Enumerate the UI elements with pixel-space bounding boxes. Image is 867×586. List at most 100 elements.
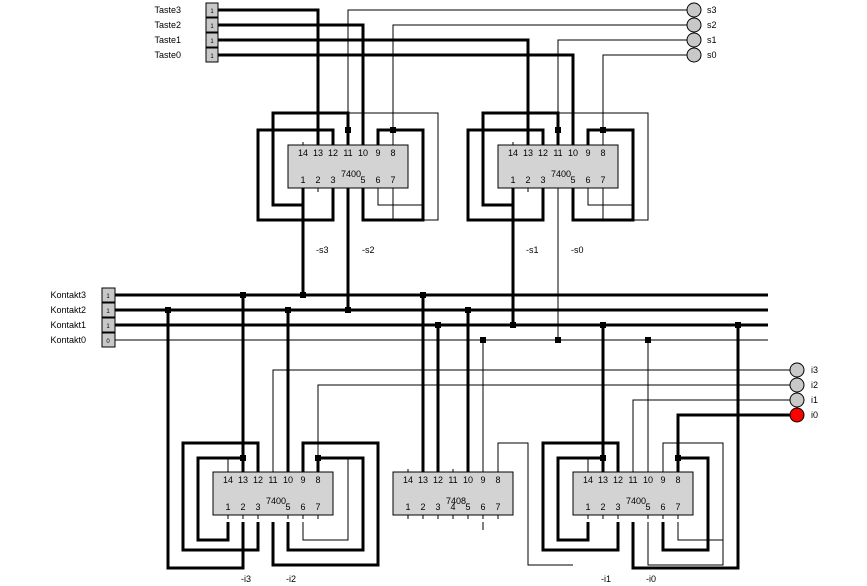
chip-pin-label: 2 <box>315 175 320 185</box>
contact-kontakt3[interactable]: Kontakt3 1 <box>50 287 116 303</box>
chip-pin-label: 5 <box>465 502 470 512</box>
contact-box[interactable] <box>101 317 116 333</box>
chip-name: 7400 <box>626 496 646 506</box>
net-label-i1: -i1 <box>601 574 611 584</box>
contact-state: 1 <box>106 309 110 315</box>
top-wires <box>218 8 688 340</box>
switch-box[interactable] <box>205 32 219 48</box>
switch-taste3[interactable]: Taste3 1 <box>154 2 219 18</box>
chip-pin-label: 2 <box>525 175 530 185</box>
chip-pin-label: 11 <box>628 475 637 485</box>
chip-pin-label: 11 <box>553 148 562 158</box>
chip-pin-label: 5 <box>645 502 650 512</box>
led-label: s3 <box>707 5 717 15</box>
switch-box[interactable] <box>205 2 219 18</box>
contact-kontakt0[interactable]: Kontakt0 0 <box>50 332 116 348</box>
chip-pin-label: 12 <box>538 148 548 158</box>
switch-taste1[interactable]: Taste1 1 <box>154 32 219 48</box>
net-label-s3: -s3 <box>316 245 329 255</box>
chip-body <box>287 144 409 189</box>
chip-pin-label: 11 <box>448 475 457 485</box>
led-s3: s3 <box>686 2 717 18</box>
led-lamp <box>686 32 702 48</box>
net-label-i2: -i2 <box>286 574 296 584</box>
chip-pin-label: 8 <box>390 148 395 158</box>
contact-label: Kontakt2 <box>50 305 86 315</box>
contact-kontakt1[interactable]: Kontakt1 1 <box>50 317 116 333</box>
chip-pin-label: 13 <box>523 148 533 158</box>
chip-pin-label: 9 <box>660 475 665 485</box>
chip-pin-label: 7 <box>495 502 500 512</box>
chip-pin-label: 14 <box>403 475 413 485</box>
chip-pin-label: 3 <box>540 175 545 185</box>
chip-pin-label: 1 <box>510 175 515 185</box>
switch-state: 1 <box>210 24 214 30</box>
led-label: i2 <box>811 380 818 390</box>
switch-taste2[interactable]: Taste2 1 <box>154 17 219 33</box>
led-label: i1 <box>811 395 818 405</box>
contact-bus <box>115 293 768 341</box>
bottom-wires <box>166 295 790 570</box>
chip-pin-label: 12 <box>253 475 263 485</box>
chip-pin-label: 14 <box>223 475 233 485</box>
net-label-i3: -i3 <box>241 574 251 584</box>
chip-name: 7400 <box>266 496 286 506</box>
contact-box[interactable] <box>101 332 116 348</box>
led-i0: i0 <box>789 407 818 423</box>
led-i1: i1 <box>789 392 818 408</box>
chip-pin-label: 8 <box>315 475 320 485</box>
chip-pin-label: 11 <box>268 475 277 485</box>
contact-box[interactable] <box>101 287 116 303</box>
chip-pin-label: 3 <box>435 502 440 512</box>
chip-pin-label: 8 <box>495 475 500 485</box>
led-label: i3 <box>811 365 818 375</box>
chip-pin-label: 7 <box>600 175 605 185</box>
chip-pin-label: 5 <box>285 502 290 512</box>
chip-pin-label: 1 <box>585 502 590 512</box>
chip-pin-label: 12 <box>613 475 623 485</box>
chip-pin-label: 3 <box>615 502 620 512</box>
chip-pin-label: 6 <box>660 502 665 512</box>
contact-kontakt2[interactable]: Kontakt2 1 <box>50 302 116 318</box>
led-s1: s1 <box>686 32 717 48</box>
chip-pin-label: 10 <box>463 475 473 485</box>
chip-body <box>392 471 514 516</box>
net-label-s1: -s1 <box>526 245 539 255</box>
contact-label: Kontakt1 <box>50 320 86 330</box>
chip-pin-label: 12 <box>328 148 338 158</box>
led-i3: i3 <box>789 362 818 378</box>
chip-name: 7400 <box>551 169 571 179</box>
chip-pin-label: 9 <box>585 148 590 158</box>
chip-pin-label: 6 <box>375 175 380 185</box>
switch-label: Taste0 <box>154 50 181 60</box>
chip-pin-label: 2 <box>240 502 245 512</box>
chip-pin-label: 7 <box>390 175 395 185</box>
chip-pin-label: 13 <box>238 475 248 485</box>
net-label-s2: -s2 <box>362 245 375 255</box>
switch-label: Taste1 <box>154 35 181 45</box>
switch-taste0[interactable]: Taste0 1 <box>154 47 219 63</box>
chip-pin-label: 3 <box>255 502 260 512</box>
chip-pin-label: 11 <box>343 148 352 158</box>
chip-pin-label: 13 <box>313 148 323 158</box>
chip-pin-label: 9 <box>375 148 380 158</box>
led-lamp <box>686 17 702 33</box>
led-lamp <box>686 2 702 18</box>
chip-pin-label: 9 <box>300 475 305 485</box>
chip-pin-label: 6 <box>300 502 305 512</box>
switch-box[interactable] <box>205 17 219 33</box>
chip-pin-label: 14 <box>298 148 308 158</box>
chip-pin-label: 1 <box>405 502 410 512</box>
led-label: s0 <box>707 50 717 60</box>
led-lamp <box>789 392 805 408</box>
contact-box[interactable] <box>101 302 116 318</box>
switch-box[interactable] <box>205 47 219 63</box>
chip-pin-label: 1 <box>300 175 305 185</box>
chip-pin-label: 7 <box>315 502 320 512</box>
contact-state: 0 <box>106 339 110 345</box>
led-label: s1 <box>707 35 717 45</box>
